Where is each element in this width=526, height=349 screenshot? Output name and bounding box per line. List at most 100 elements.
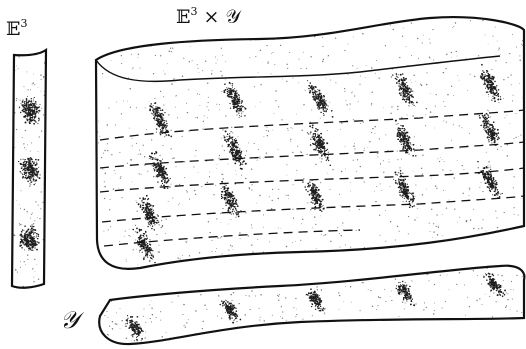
stipple-dot xyxy=(506,62,507,63)
stipple-dot xyxy=(395,239,396,240)
stipple-dot xyxy=(161,172,163,174)
stipple-dot xyxy=(464,285,465,286)
stipple-dot xyxy=(243,160,245,162)
stipple-dot xyxy=(413,197,415,199)
stipple-dot xyxy=(473,228,474,229)
stipple-dot xyxy=(20,171,21,172)
stipple-dot xyxy=(152,258,153,259)
stipple-dot xyxy=(406,99,408,101)
stipple-dot xyxy=(159,251,160,252)
stipple-dot xyxy=(43,76,44,77)
stipple-dot xyxy=(401,190,402,191)
stipple-dot xyxy=(235,93,237,95)
stipple-dot xyxy=(390,186,391,187)
stipple-dot xyxy=(488,94,489,95)
stipple-dot xyxy=(30,165,32,167)
stipple-dot xyxy=(22,241,24,243)
stipple-dot xyxy=(143,240,144,241)
stipple-dot xyxy=(428,323,429,324)
stipple-dot xyxy=(401,87,402,88)
stipple-dot xyxy=(400,125,401,126)
stipple-dot xyxy=(318,148,319,149)
stipple-dot xyxy=(34,97,35,98)
stipple-dot xyxy=(25,264,26,265)
stipple-dot xyxy=(141,240,143,242)
stipple-dot xyxy=(315,133,316,134)
stipple-dot xyxy=(29,183,30,184)
stipple-dot xyxy=(237,213,238,214)
stipple-dot xyxy=(232,150,233,151)
stipple-dot xyxy=(125,231,126,232)
stipple-dot xyxy=(278,106,279,107)
stipple-dot xyxy=(353,160,354,161)
stipple-dot xyxy=(227,93,228,94)
stipple-dot xyxy=(407,87,408,88)
stipple-dot xyxy=(500,97,501,98)
stipple-dot xyxy=(145,207,146,208)
stipple-dot xyxy=(162,114,164,116)
stipple-dot xyxy=(371,103,372,104)
stipple-dot xyxy=(149,209,150,210)
stipple-dot xyxy=(402,84,403,85)
stipple-dot xyxy=(297,328,298,329)
stipple-dot xyxy=(409,95,411,97)
stipple-dot xyxy=(310,209,311,210)
stipple-dot xyxy=(47,136,48,137)
stipple-dot xyxy=(144,309,145,310)
stipple-dot xyxy=(321,161,322,162)
stipple-dot xyxy=(443,72,444,73)
stipple-dot xyxy=(35,173,36,174)
stipple-dot xyxy=(33,277,34,278)
stipple-dot xyxy=(165,126,167,128)
stipple-dot xyxy=(22,110,24,112)
stipple-dot xyxy=(254,143,255,144)
stipple-dot xyxy=(150,213,151,214)
stipple-dot xyxy=(455,22,456,23)
stipple-dot xyxy=(487,186,489,188)
stipple-dot xyxy=(28,237,29,238)
stipple-dot xyxy=(36,109,38,111)
stipple-dot xyxy=(24,107,25,108)
stipple-dot xyxy=(146,235,147,236)
stipple-dot xyxy=(332,116,334,118)
stipple-dot xyxy=(286,34,287,35)
stipple-dot xyxy=(231,274,232,275)
stipple-dot xyxy=(320,149,321,150)
stipple-dot xyxy=(436,188,437,189)
stipple-dot xyxy=(228,207,230,209)
stipple-dot xyxy=(410,144,411,145)
stipple-dot xyxy=(398,74,399,75)
stipple-dot xyxy=(314,216,315,217)
stipple-dot xyxy=(492,181,493,182)
stipple-dot xyxy=(367,147,368,148)
stipple-dot xyxy=(286,81,287,82)
stipple-dot xyxy=(172,47,173,48)
stipple-dot xyxy=(22,105,24,107)
stipple-dot xyxy=(318,103,319,104)
stipple-dot xyxy=(241,113,242,114)
stipple-dot xyxy=(154,169,155,170)
stipple-dot xyxy=(498,93,499,94)
stipple-dot xyxy=(315,186,317,188)
stipple-dot xyxy=(14,147,15,148)
stipple-dot xyxy=(112,272,113,273)
stipple-dot xyxy=(166,177,168,179)
stipple-dot xyxy=(503,79,504,80)
stipple-dot xyxy=(479,187,480,188)
stipple-dot xyxy=(35,101,37,103)
stipple-dot xyxy=(225,61,226,62)
stipple-dot xyxy=(279,294,280,295)
stipple-dot xyxy=(329,21,330,22)
stipple-dot xyxy=(402,36,403,37)
stipple-dot xyxy=(134,323,136,325)
stipple-dot xyxy=(302,325,303,326)
stipple-dot xyxy=(238,102,240,104)
stipple-dot xyxy=(487,126,488,127)
stipple-dot xyxy=(413,144,415,146)
stipple-dot xyxy=(33,163,35,165)
stipple-dot xyxy=(163,166,164,167)
stipple-dot xyxy=(23,51,24,52)
stipple-dot xyxy=(207,117,208,118)
stipple-dot xyxy=(19,57,20,58)
stipple-dot xyxy=(388,265,389,266)
